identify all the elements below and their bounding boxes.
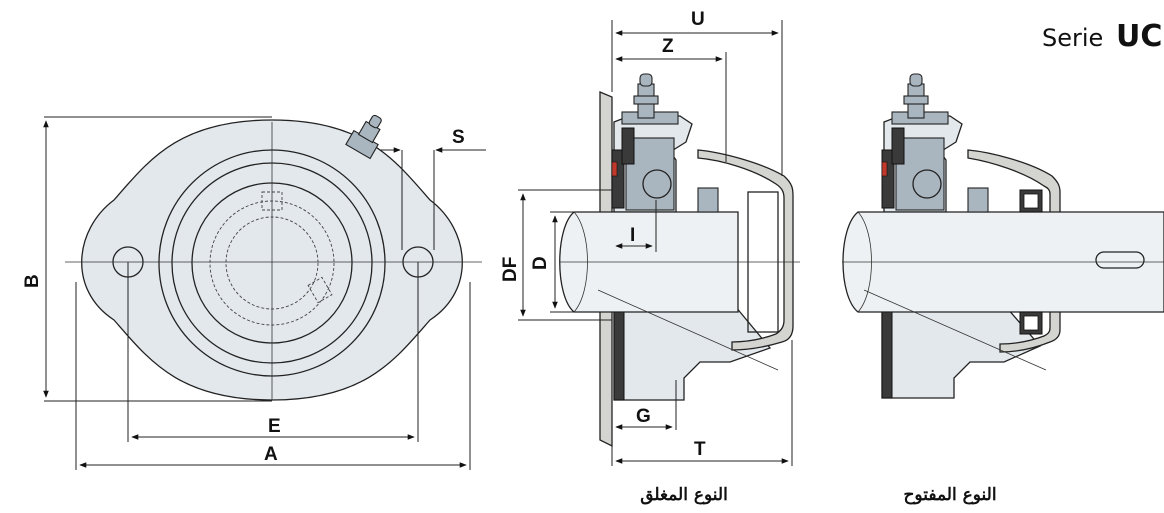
set-screw-open (967, 187, 989, 213)
grease-nipple (345, 114, 382, 160)
series-title: Serie UC (1042, 19, 1162, 54)
front-view: B E A S (22, 114, 486, 470)
bearing-ball (642, 169, 672, 199)
flinger-dark (621, 127, 635, 165)
dim-label-i: I (630, 225, 635, 246)
open-type-section: النوع المفتوح (842, 73, 1164, 505)
shaft-keyway (1095, 251, 1145, 269)
dim-label-e: E (268, 416, 281, 437)
dim-label-t: T (694, 439, 706, 460)
set-screw-side (307, 276, 333, 304)
dim-label-df: DF (500, 257, 521, 282)
bearing-ball-open (912, 169, 942, 199)
dim-label-g: G (636, 406, 651, 427)
series-code: UC (1116, 19, 1162, 54)
dim-label-z: Z (662, 36, 674, 57)
dim-label-a: A (264, 444, 278, 465)
dim-label-u: U (691, 9, 705, 30)
dim-label-s: S (452, 127, 465, 148)
end-cover (697, 149, 794, 351)
seal-upper-red (611, 161, 618, 177)
dim-label-b: B (22, 274, 43, 288)
grease-nipple-open (903, 73, 929, 119)
dim-label-d: D (530, 256, 551, 270)
open-type-caption: النوع المفتوح (903, 485, 996, 505)
grease-nipple-closed (633, 73, 659, 119)
seal-upper-red-open (881, 161, 888, 177)
series-prefix: Serie (1042, 24, 1103, 52)
closed-type-caption: النوع المغلق (640, 485, 728, 505)
closed-type-section: U Z DF D I G T النوع المغلق (500, 9, 800, 505)
set-screw-closed (697, 187, 719, 213)
